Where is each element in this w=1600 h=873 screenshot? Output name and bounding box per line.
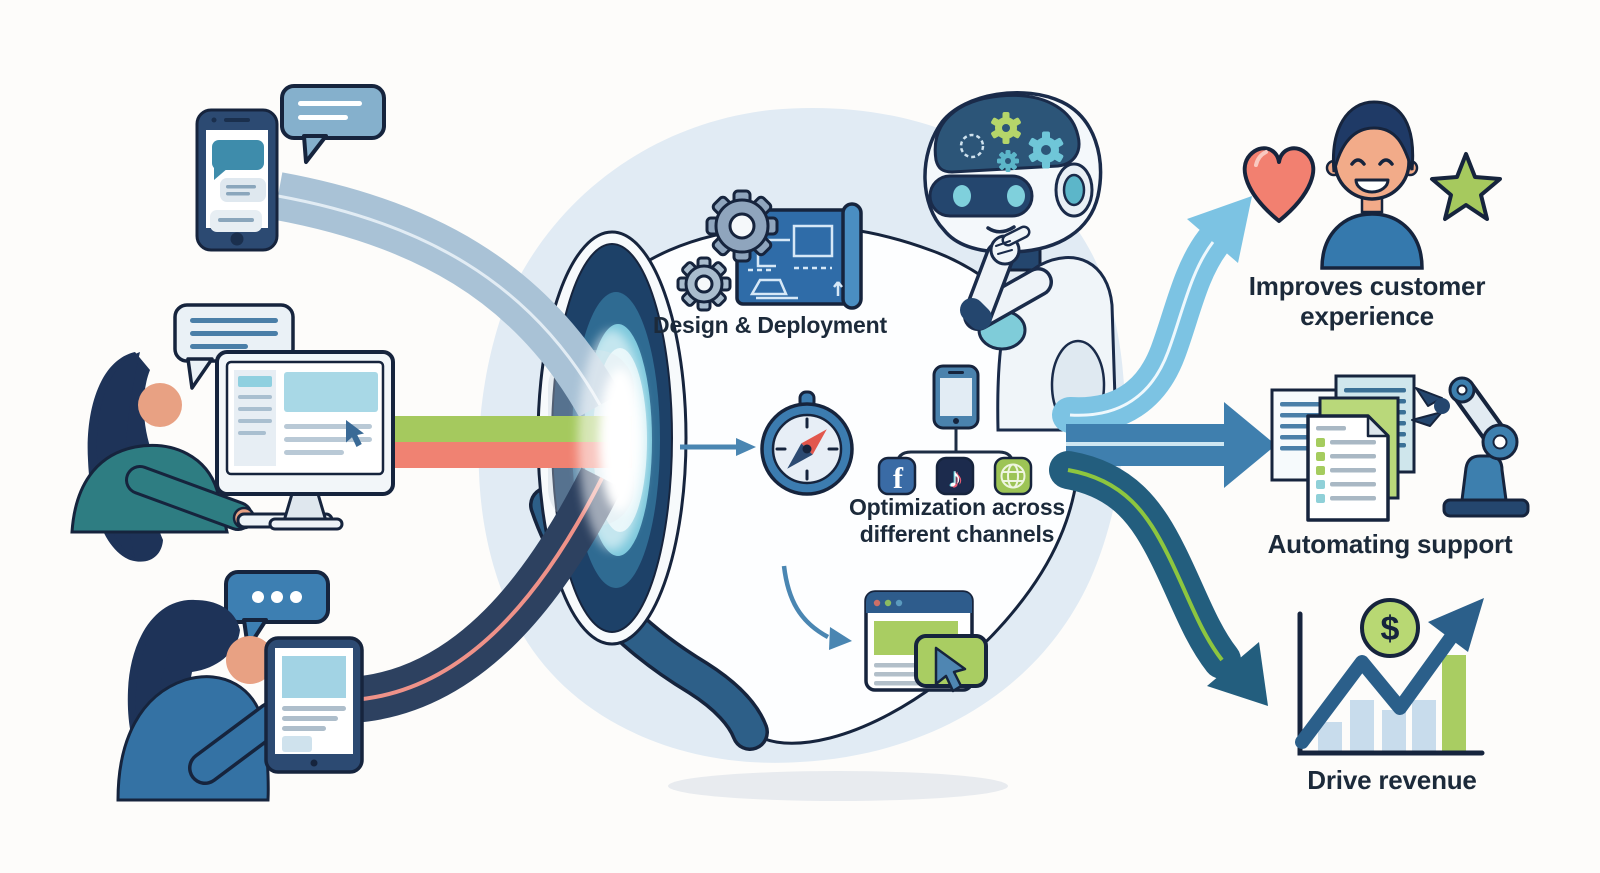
robot-ear: [1054, 162, 1094, 218]
arrow-to-compass-icon: [680, 438, 756, 456]
star-icon: [1430, 152, 1502, 221]
svg-text:♪: ♪: [950, 463, 964, 494]
portal-hot-glow: [578, 330, 646, 550]
channels-group: f ♪ ♪ ♪: [877, 364, 1033, 496]
dollar-coin-icon: $: [1360, 598, 1420, 658]
robot-arm: [960, 225, 1053, 331]
robot-smile: [986, 225, 1016, 234]
robot-visor: [928, 174, 1034, 218]
smartphone-illustration: [195, 84, 386, 252]
typing-dots-bubble: [224, 570, 330, 650]
robot-mascot: [923, 90, 1118, 432]
tiktok-icon: ♪ ♪ ♪: [935, 456, 975, 496]
cursor-icon: [346, 420, 364, 447]
desktop-speech-bubble: [173, 303, 295, 390]
gear-small-icon: [676, 256, 732, 312]
facebook-icon: f: [877, 456, 917, 496]
customer-experience-label-line1: Improves customer: [1248, 271, 1486, 301]
channel-phone-icon: [932, 364, 980, 430]
compass-icon: [760, 390, 854, 496]
brain-gear-green-icon: [991, 112, 1021, 144]
browser-cursor-icon: [934, 646, 967, 693]
trend-arrow-icon: [1295, 598, 1484, 749]
gear-large-icon: [705, 189, 779, 263]
design-deployment-label: Design & Deployment: [653, 312, 887, 338]
svg-text:$: $: [1381, 610, 1400, 648]
design-deployment-icon: [676, 189, 863, 312]
desktop-woman: [70, 352, 256, 562]
customer-experience-label: Improves customer experience: [1248, 271, 1486, 331]
revenue-chart-icon: [1295, 598, 1485, 756]
chart-axes: [1297, 611, 1485, 756]
drive-revenue-group: $: [1295, 598, 1485, 756]
optimization-label-line1: Optimization across: [848, 494, 1066, 520]
svg-text:♪: ♪: [948, 462, 962, 493]
drive-revenue-label: Drive revenue: [1307, 765, 1477, 795]
customer-experience-label-line2: experience: [1300, 301, 1434, 331]
browser-window-icon: [864, 590, 988, 693]
robot-eye-right: [1007, 185, 1025, 207]
customer-avatar: [1320, 100, 1424, 270]
automating-support-group: [1270, 374, 1530, 522]
optimization-label: Optimization across different channels: [849, 494, 1065, 548]
chat-speech-bubble: [280, 84, 386, 164]
exit-arrow-experience: [1052, 196, 1252, 434]
exit-arrow-revenue: [1049, 451, 1268, 706]
robot-arm-icon: [1411, 376, 1530, 518]
documents-stack-icon: [1270, 374, 1416, 522]
brain-gear-teal-icon: [1028, 131, 1064, 169]
globe-icon: [993, 456, 1033, 496]
desktop-user-illustration: [70, 303, 395, 562]
automating-support-label: Automating support: [1267, 529, 1513, 559]
robot-head: [923, 90, 1103, 254]
arrow-to-browser-icon: [781, 565, 852, 650]
svg-text:♪: ♪: [947, 462, 961, 493]
pipe-from-tablet: [349, 467, 623, 723]
customer-experience-group: [1242, 100, 1502, 270]
brain-gear-dashed-icon: [959, 133, 985, 159]
ground-shadow: [668, 771, 1008, 801]
tablet-icon: [264, 636, 364, 774]
robot-eye-left: [953, 185, 971, 207]
exit-arrow-support: [1066, 402, 1276, 488]
chart-bars: [1318, 655, 1466, 753]
tablet-user-illustration: [116, 570, 364, 802]
pipe-from-phone: [273, 172, 621, 417]
brain-gear-small-icon: [997, 150, 1019, 172]
monitor-icon: [215, 350, 395, 531]
svg-text:f: f: [893, 462, 904, 495]
heart-icon: [1242, 146, 1316, 223]
optimization-label-line2: different channels: [859, 521, 1055, 547]
smartphone-icon: [195, 108, 279, 252]
